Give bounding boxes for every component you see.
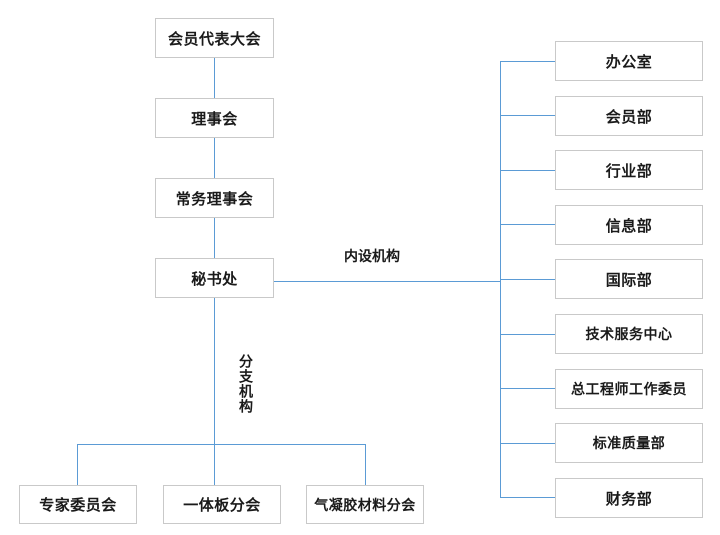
node-label: 常务理事会 bbox=[175, 190, 254, 208]
node-label: 信息部 bbox=[605, 217, 653, 235]
node-label: 专家委员会 bbox=[39, 497, 117, 514]
connector-standing-to-secretariat bbox=[214, 218, 215, 258]
node-label: 国际部 bbox=[605, 271, 653, 289]
node-information-department[interactable]: 信息部 bbox=[555, 205, 703, 245]
node-secretariat[interactable]: 秘书处 bbox=[155, 258, 274, 298]
node-label: 秘书处 bbox=[191, 270, 238, 288]
connector-secretariat-to-branch-bar bbox=[214, 298, 215, 445]
connector-internal-stub-8 bbox=[500, 443, 555, 444]
node-aerogel-material-branch[interactable]: 气凝胶材料分会 bbox=[306, 485, 424, 524]
connector-internal-stub-1 bbox=[500, 61, 555, 62]
node-standards-quality-department[interactable]: 标准质量部 bbox=[555, 423, 703, 463]
connector-internal-stub-3 bbox=[500, 170, 555, 171]
connector-internal-stub-5 bbox=[500, 279, 555, 280]
node-standing-board[interactable]: 常务理事会 bbox=[155, 178, 274, 218]
connector-internal-stub-7 bbox=[500, 388, 555, 389]
connector-assembly-to-council bbox=[214, 58, 215, 98]
connector-branch-drop-3 bbox=[365, 444, 366, 485]
connector-council-to-standing bbox=[214, 138, 215, 178]
node-member-assembly[interactable]: 会员代表大会 bbox=[155, 18, 274, 58]
connector-branch-drop-1 bbox=[77, 444, 78, 485]
node-label: 财务部 bbox=[605, 490, 653, 508]
connector-secretariat-to-internal-trunk bbox=[274, 281, 501, 282]
connector-branch-bar bbox=[77, 444, 366, 445]
connector-internal-stub-2 bbox=[500, 115, 555, 116]
node-label: 理事会 bbox=[191, 110, 238, 128]
node-international-department[interactable]: 国际部 bbox=[555, 259, 703, 299]
node-label: 总工程师工作委员 bbox=[571, 381, 687, 397]
edge-label-internal-departments: 内设机构 bbox=[340, 246, 404, 266]
node-finance-department[interactable]: 财务部 bbox=[555, 478, 703, 518]
node-label: 一体板分会 bbox=[183, 497, 261, 514]
node-label: 会员代表大会 bbox=[167, 30, 261, 48]
node-label: 标准质量部 bbox=[592, 435, 666, 451]
node-technical-service-center[interactable]: 技术服务中心 bbox=[555, 314, 703, 354]
node-label: 办公室 bbox=[605, 53, 653, 71]
node-label: 技术服务中心 bbox=[585, 326, 673, 342]
node-office[interactable]: 办公室 bbox=[555, 41, 703, 81]
node-label: 会员部 bbox=[605, 108, 653, 126]
connector-internal-stub-4 bbox=[500, 224, 555, 225]
connector-internal-stub-9 bbox=[500, 497, 555, 498]
node-membership-department[interactable]: 会员部 bbox=[555, 96, 703, 136]
edge-label-branch-organizations: 分支机构 bbox=[238, 350, 254, 418]
node-integrated-board-branch[interactable]: 一体板分会 bbox=[163, 485, 281, 524]
node-label: 气凝胶材料分会 bbox=[314, 496, 416, 513]
node-board-of-directors[interactable]: 理事会 bbox=[155, 98, 274, 138]
node-chief-engineer-committee[interactable]: 总工程师工作委员 bbox=[555, 369, 703, 409]
connector-branch-drop-2 bbox=[214, 444, 215, 485]
node-expert-committee[interactable]: 专家委员会 bbox=[19, 485, 137, 524]
connector-internal-stub-6 bbox=[500, 334, 555, 335]
node-label: 行业部 bbox=[605, 162, 653, 180]
node-industry-department[interactable]: 行业部 bbox=[555, 150, 703, 190]
